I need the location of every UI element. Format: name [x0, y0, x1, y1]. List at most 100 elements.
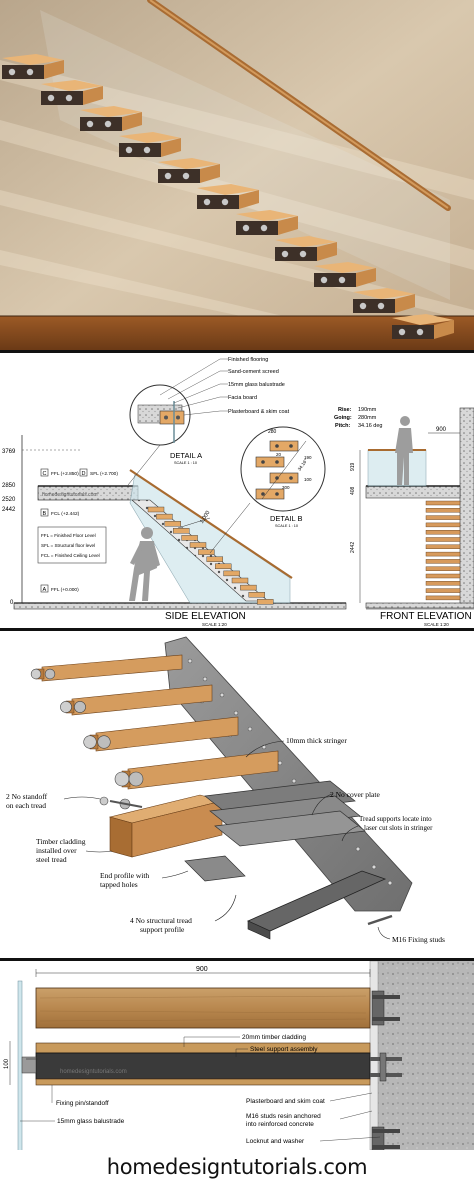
detail-b-100: 100 — [304, 477, 312, 482]
stair-photo — [0, 0, 474, 350]
legend-fcl: FCL = Finished Ceiling Level — [41, 553, 100, 558]
photo-tread — [392, 314, 454, 339]
stringer-hole — [277, 760, 283, 766]
plan-studs-top — [371, 990, 400, 1026]
front-tread — [425, 508, 461, 513]
front-dim-2442: 2442 — [350, 542, 356, 553]
photo-tread — [80, 106, 142, 131]
exploded-panel: 10mm thick stringer 2 No standoff on eac… — [0, 631, 474, 958]
front-elevation-scale: SCALE 1:20 — [424, 622, 449, 627]
detail-a-scale: SCALE 1 : 10 — [174, 461, 197, 465]
svg-text:190mm: 190mm — [358, 407, 377, 413]
panel-divider — [0, 958, 474, 961]
detail-b-300: 300 — [282, 485, 290, 490]
front-tread — [425, 544, 461, 550]
level-tag-a: A FFL (+0.000) — [40, 584, 79, 593]
photo-tread — [197, 184, 259, 209]
label-cladding-2: installed over — [36, 846, 77, 855]
front-tread — [425, 588, 461, 593]
level-2850: 2850 — [2, 483, 16, 489]
plan-studs-middle — [370, 1052, 402, 1082]
detail-b-angle: 34.16° — [297, 458, 309, 472]
photo-tread — [158, 158, 220, 183]
detail-b-280: 280 — [268, 429, 277, 435]
plan-label-glass: 15mm glass balustrade — [57, 1118, 125, 1125]
exploded-tread — [108, 794, 224, 858]
footer-site-name: homedesigntutorials.com — [106, 1155, 368, 1179]
svg-text:C: C — [43, 471, 47, 477]
elevation-tread — [214, 563, 232, 570]
plan-label-studs-1: M16 studs resin anchored — [246, 1113, 321, 1120]
elevation-tread — [164, 520, 182, 527]
elevation-tread — [147, 506, 165, 513]
svg-text:FCL (+2.442): FCL (+2.442) — [51, 511, 80, 517]
label-end-profile-2: tapped holes — [100, 880, 138, 889]
photo-tread — [119, 132, 181, 157]
callout-facia-board: Facia board — [228, 395, 257, 401]
level-2520: 2520 — [2, 497, 16, 503]
front-dim-919: 919 — [350, 462, 356, 471]
front-tread — [425, 559, 461, 564]
front-tread — [425, 566, 461, 571]
plan-label-fixing: Fixing pin/standoff — [56, 1100, 109, 1107]
plan-label-locknut: Locknut and washer — [246, 1138, 305, 1145]
front-tread — [425, 595, 461, 601]
level-2442: 2442 — [2, 507, 16, 513]
svg-text:SFL (+2.700): SFL (+2.700) — [90, 471, 118, 477]
plan-studs-bottom — [371, 1126, 400, 1150]
photo-tread — [236, 210, 298, 235]
rise-going-pitch: Rise: 190mm Going: 280mm Pitch: 34.16 de… — [334, 407, 382, 429]
label-cladding-3: steel tread — [36, 855, 67, 864]
detail-b-title: DETAIL B — [270, 514, 303, 523]
fixing-stud — [367, 914, 393, 926]
side-elevation-scale: SCALE 1:20 — [202, 622, 227, 627]
photo-tread — [353, 288, 415, 313]
elevation-tread — [206, 556, 224, 562]
elevation-tread — [189, 542, 207, 548]
detail-b-20: 20 — [276, 452, 282, 457]
svg-text:Going:: Going: — [334, 415, 352, 421]
stair-photo-illustration — [0, 0, 474, 350]
label-support-2: support profile — [140, 925, 185, 934]
photo-tread — [41, 80, 103, 105]
level-tag-b: B FCL (+2.442) — [40, 508, 80, 517]
level-0: 0 — [10, 600, 14, 606]
exploded-tread — [30, 654, 183, 682]
label-fixing-studs: M16 Fixing studs — [392, 935, 445, 944]
stringer-hole — [233, 710, 239, 716]
legend-ffl: FFL = Finished Floor Level — [41, 533, 96, 538]
plan-label-studs-2: into reinforced concrete — [246, 1121, 314, 1128]
plan-drawing: 900 homedesigntutorials.com 100 — [0, 961, 474, 1150]
elevation-drawing: 3769 2850 2520 2442 0 homedesigntutorial… — [0, 353, 474, 628]
label-standoff-1: 2 No standoff — [6, 792, 48, 801]
callout-plasterboard: Plasterboard & skim coat — [228, 409, 290, 415]
front-tread — [425, 537, 461, 542]
elevation-tread — [257, 599, 274, 605]
stringer-hole — [355, 846, 361, 852]
plan-width-900: 900 — [196, 966, 208, 973]
callout-finished-flooring: Finished flooring — [228, 357, 268, 363]
exploded-drawing: 10mm thick stringer 2 No standoff on eac… — [0, 631, 474, 958]
svg-text:D: D — [82, 471, 86, 477]
photo-tread — [314, 262, 376, 287]
label-cover-plate: 2 No cover plate — [330, 790, 380, 799]
exploded-tread — [83, 716, 239, 752]
svg-text:FFL (+2.850): FFL (+2.850) — [51, 471, 79, 477]
label-support-1: 4 No structural tread — [130, 916, 192, 925]
svg-text:B: B — [43, 511, 47, 517]
elevation-tread — [198, 549, 215, 555]
callout-screed: Sand-cement screed — [228, 369, 279, 375]
front-tread — [425, 529, 461, 535]
svg-text:A: A — [43, 587, 47, 593]
label-end-profile-1: End profile with — [100, 871, 149, 880]
plan-label-steel: Steel support assembly — [250, 1046, 318, 1053]
front-tread — [425, 573, 461, 579]
front-tread — [425, 500, 461, 506]
stringer-hole — [219, 692, 225, 698]
svg-text:Pitch:: Pitch: — [335, 423, 350, 429]
photo-tread — [275, 236, 337, 261]
front-tread — [425, 522, 461, 528]
label-slots-1: Tread supports locate into — [359, 815, 432, 823]
elevation-tread — [240, 584, 257, 591]
svg-text:280mm: 280mm — [358, 415, 377, 421]
